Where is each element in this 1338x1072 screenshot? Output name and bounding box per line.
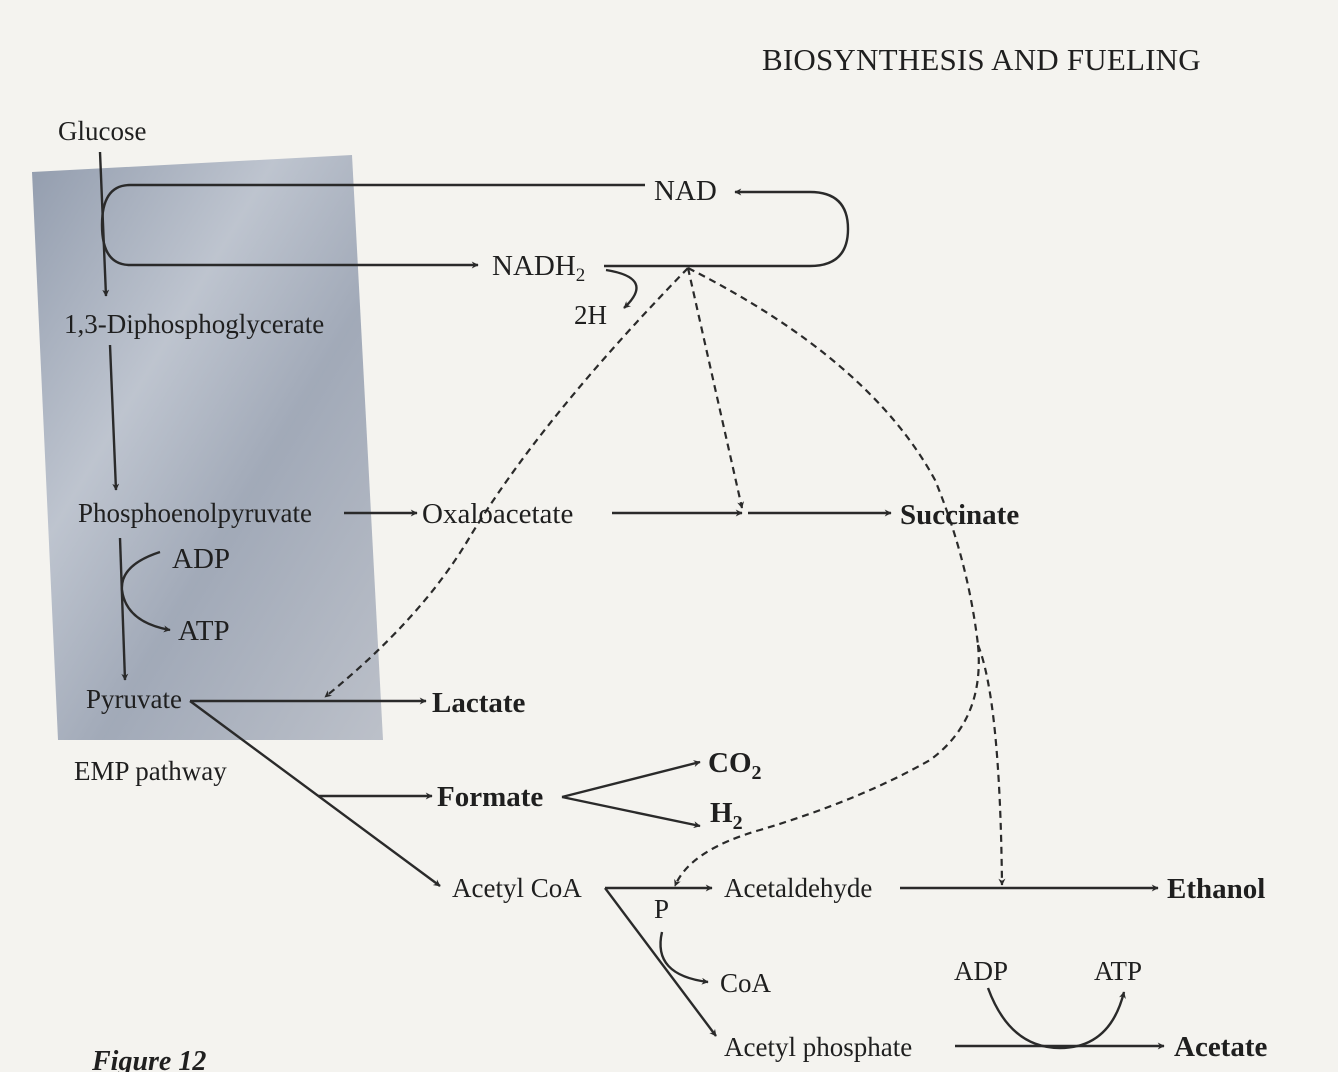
- edge-formate-to-co2: [561, 760, 701, 799]
- figure-caption: Figure 12: [91, 1046, 206, 1072]
- edge-nad-loop: [100, 183, 645, 269]
- edge-diphosphoglycerate-to-pep: [108, 344, 120, 491]
- edge-nadh2-regeneration-loop: [604, 188, 850, 268]
- h2-base: H: [710, 797, 733, 829]
- edge-formate-to-h2: [561, 795, 701, 829]
- node-nad: NAD: [654, 175, 717, 207]
- panel-label: EMP pathway: [74, 756, 227, 786]
- dashed-branch-to-acetaldehyde: [673, 644, 980, 887]
- node-adp-top: ADP: [172, 543, 230, 575]
- dashed-nadh2-to-junction: [686, 267, 745, 509]
- node-coa: CoA: [720, 968, 772, 998]
- node-adp-bottom: ADP: [954, 956, 1008, 986]
- node-nadh2: NADH2: [492, 250, 585, 286]
- node-co2: CO2: [708, 747, 762, 784]
- dashed-branch-to-ethanol: [976, 644, 1006, 886]
- node-h2: H2: [710, 797, 743, 834]
- node-lactate: Lactate: [432, 687, 526, 719]
- node-acetyl-coa: Acetyl CoA: [452, 873, 582, 903]
- node-p: P: [654, 894, 669, 924]
- node-formate: Formate: [437, 781, 543, 813]
- node-succinate: Succinate: [900, 499, 1019, 531]
- node-acetyl-phosphate: Acetyl phosphate: [724, 1032, 912, 1062]
- node-2h: 2H: [574, 300, 607, 330]
- node-acetate: Acetate: [1174, 1031, 1268, 1063]
- dashed-nadh2-to-succinate-branch: [687, 267, 980, 646]
- emp-pathway-panel: [32, 155, 383, 740]
- node-diphosphoglycerate: 1,3-Diphosphoglycerate: [64, 309, 324, 339]
- node-atp-bottom: ATP: [1094, 956, 1142, 986]
- co2-base: CO: [708, 747, 752, 779]
- edge-nadh2-to-2h: [605, 268, 638, 309]
- edge-p-to-coa: [659, 931, 709, 985]
- node-glucose: Glucose: [58, 116, 146, 146]
- h2-subscript: 2: [733, 812, 743, 834]
- node-pyruvate: Pyruvate: [86, 684, 182, 714]
- node-phosphoenolpyruvate: Phosphoenolpyruvate: [78, 498, 312, 528]
- node-oxaloacetate: Oxaloacetate: [422, 498, 573, 530]
- co2-subscript: 2: [752, 762, 762, 784]
- nadh2-subscript: 2: [576, 265, 586, 286]
- edge-adp-to-atp-top: [120, 550, 171, 633]
- page-header: BIOSYNTHESIS AND FUELING: [762, 42, 1201, 77]
- node-ethanol: Ethanol: [1167, 873, 1265, 905]
- dashed-nadh2-to-pyruvate: [324, 267, 689, 698]
- edge-pyruvate-to-acetyl-coa: [189, 700, 441, 887]
- edge-adp-to-atp-bottom: [986, 987, 1126, 1050]
- node-acetaldehyde: Acetaldehyde: [724, 873, 872, 903]
- edge-pep-to-pyruvate: [118, 537, 129, 681]
- node-atp-top: ATP: [178, 615, 230, 647]
- edge-acetyl-coa-to-acetyl-phosphate: [604, 887, 717, 1037]
- nadh2-base: NADH: [492, 250, 576, 282]
